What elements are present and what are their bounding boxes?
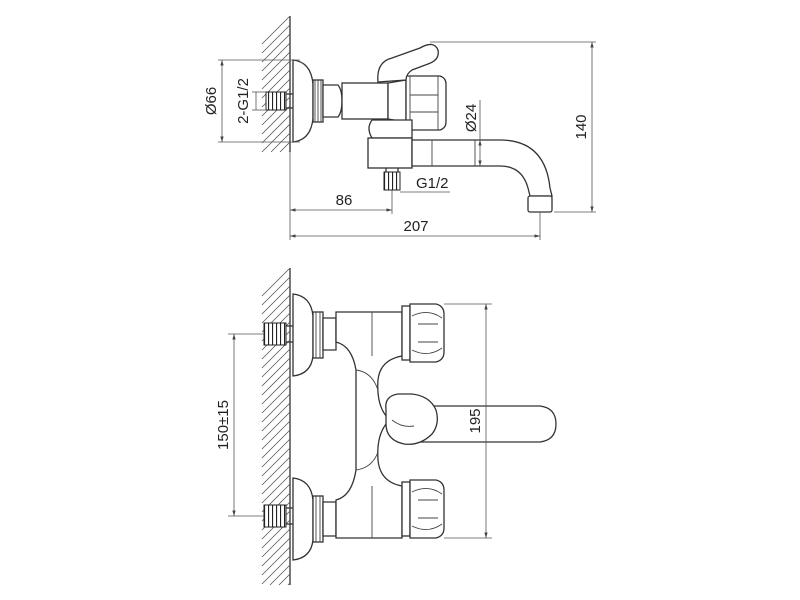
lever-handle-side [377, 43, 439, 83]
inlet-thread-top [263, 322, 287, 346]
front-view: 150±15 195 [215, 267, 557, 586]
dim-flange-diameter: Ø66 [203, 87, 220, 115]
dim-inlet-thread: 2-G1/2 [235, 78, 252, 124]
dim-outlet-offset: 86 [336, 192, 353, 209]
wall-hatch-top [261, 15, 291, 153]
inlet-thread-bottom [263, 504, 287, 528]
side-view: Ø66 2-G1/2 Ø24 140 86 G1/2 207 [203, 15, 596, 240]
dim-outlet-thread: G1/2 [416, 175, 449, 192]
handle-knob-side [405, 75, 447, 131]
dim-spout-length: 207 [403, 218, 428, 235]
inlet-thread [265, 91, 287, 111]
dim-height: 140 [573, 114, 590, 139]
knob-top [401, 303, 445, 363]
lever-handle-front [385, 393, 438, 445]
mixer-body [335, 311, 403, 539]
spout-front [399, 405, 557, 443]
flange-bottom [292, 477, 314, 561]
knob-bottom [401, 479, 445, 539]
mounting-flange [292, 59, 314, 143]
spout [411, 139, 553, 197]
outlet-thread [383, 171, 401, 191]
wall-hatch-bottom [261, 267, 291, 586]
dim-inlet-spacing: 150±15 [215, 400, 232, 450]
dim-spout-diameter: Ø24 [463, 104, 480, 132]
dim-overall-width: 195 [467, 408, 484, 433]
flange-top [292, 293, 314, 377]
